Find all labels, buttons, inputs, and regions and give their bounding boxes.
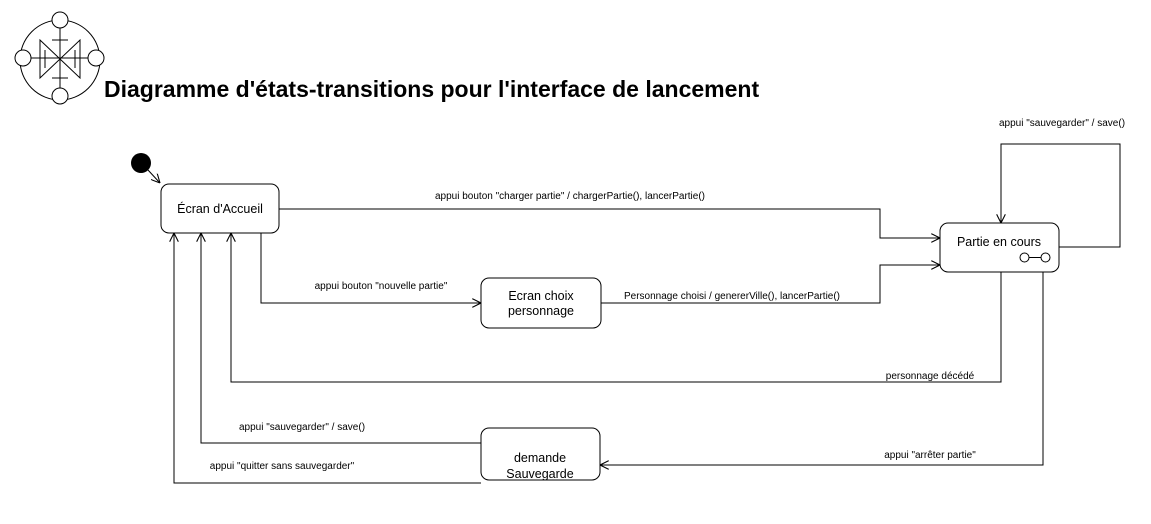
transition-sauvegarder-quitter-label: appui "sauvegarder" / save()	[239, 422, 365, 433]
compass-cross-logo-icon	[14, 11, 105, 105]
transition-nouvelle-partie	[260, 233, 481, 303]
state-partie-label: Partie en cours	[957, 235, 1041, 249]
transition-personnage-decede-label: personnage décédé	[886, 371, 975, 382]
transition-quitter-sans-sauvegarder-label: appui "quitter sans sauvegarder"	[210, 461, 355, 472]
initial-transition	[147, 169, 160, 183]
transition-sauvegarder-quitter	[201, 233, 481, 444]
transition-personnage-choisi-label: Personnage choisi / genererVille(), lanc…	[624, 291, 840, 302]
transition-personnage-decede	[231, 233, 1002, 383]
transition-nouvelle-partie-label: appui bouton "nouvelle partie"	[315, 281, 448, 292]
state-choix-label-line2: personnage	[508, 304, 574, 318]
state-partie-en-cours: Partie en cours	[939, 222, 1060, 273]
transition-personnage-choisi	[601, 265, 940, 304]
state-sauvegarde-label-line1: demande	[514, 451, 566, 465]
composite-state-icon	[1019, 252, 1051, 263]
state-ecran-choix-personnage: Ecran choix personnage	[480, 277, 602, 329]
state-sauvegarde-label-line2: Sauvegarde	[506, 467, 573, 481]
initial-state	[131, 153, 151, 173]
transition-arreter-partie	[600, 272, 1044, 465]
diagram-title: Diagramme d'états-transitions pour l'int…	[104, 76, 759, 102]
transition-charger-partie	[279, 208, 940, 238]
transition-self-sauvegarder	[1001, 143, 1121, 248]
transition-quitter-sans-sauvegarder	[174, 233, 481, 484]
state-demande-sauvegarde: demande Sauvegarde	[480, 427, 601, 481]
state-ecran-accueil-label: Écran d'Accueil	[177, 201, 263, 216]
transition-charger-partie-label: appui bouton "charger partie" / chargerP…	[435, 191, 705, 202]
state-ecran-accueil: Écran d'Accueil	[160, 183, 280, 234]
transition-arreter-partie-label: appui "arrêter partie"	[884, 450, 976, 461]
state-choix-label-line1: Ecran choix	[508, 289, 574, 303]
transition-self-sauvegarder-label: appui "sauvegarder" / save()	[999, 118, 1125, 129]
